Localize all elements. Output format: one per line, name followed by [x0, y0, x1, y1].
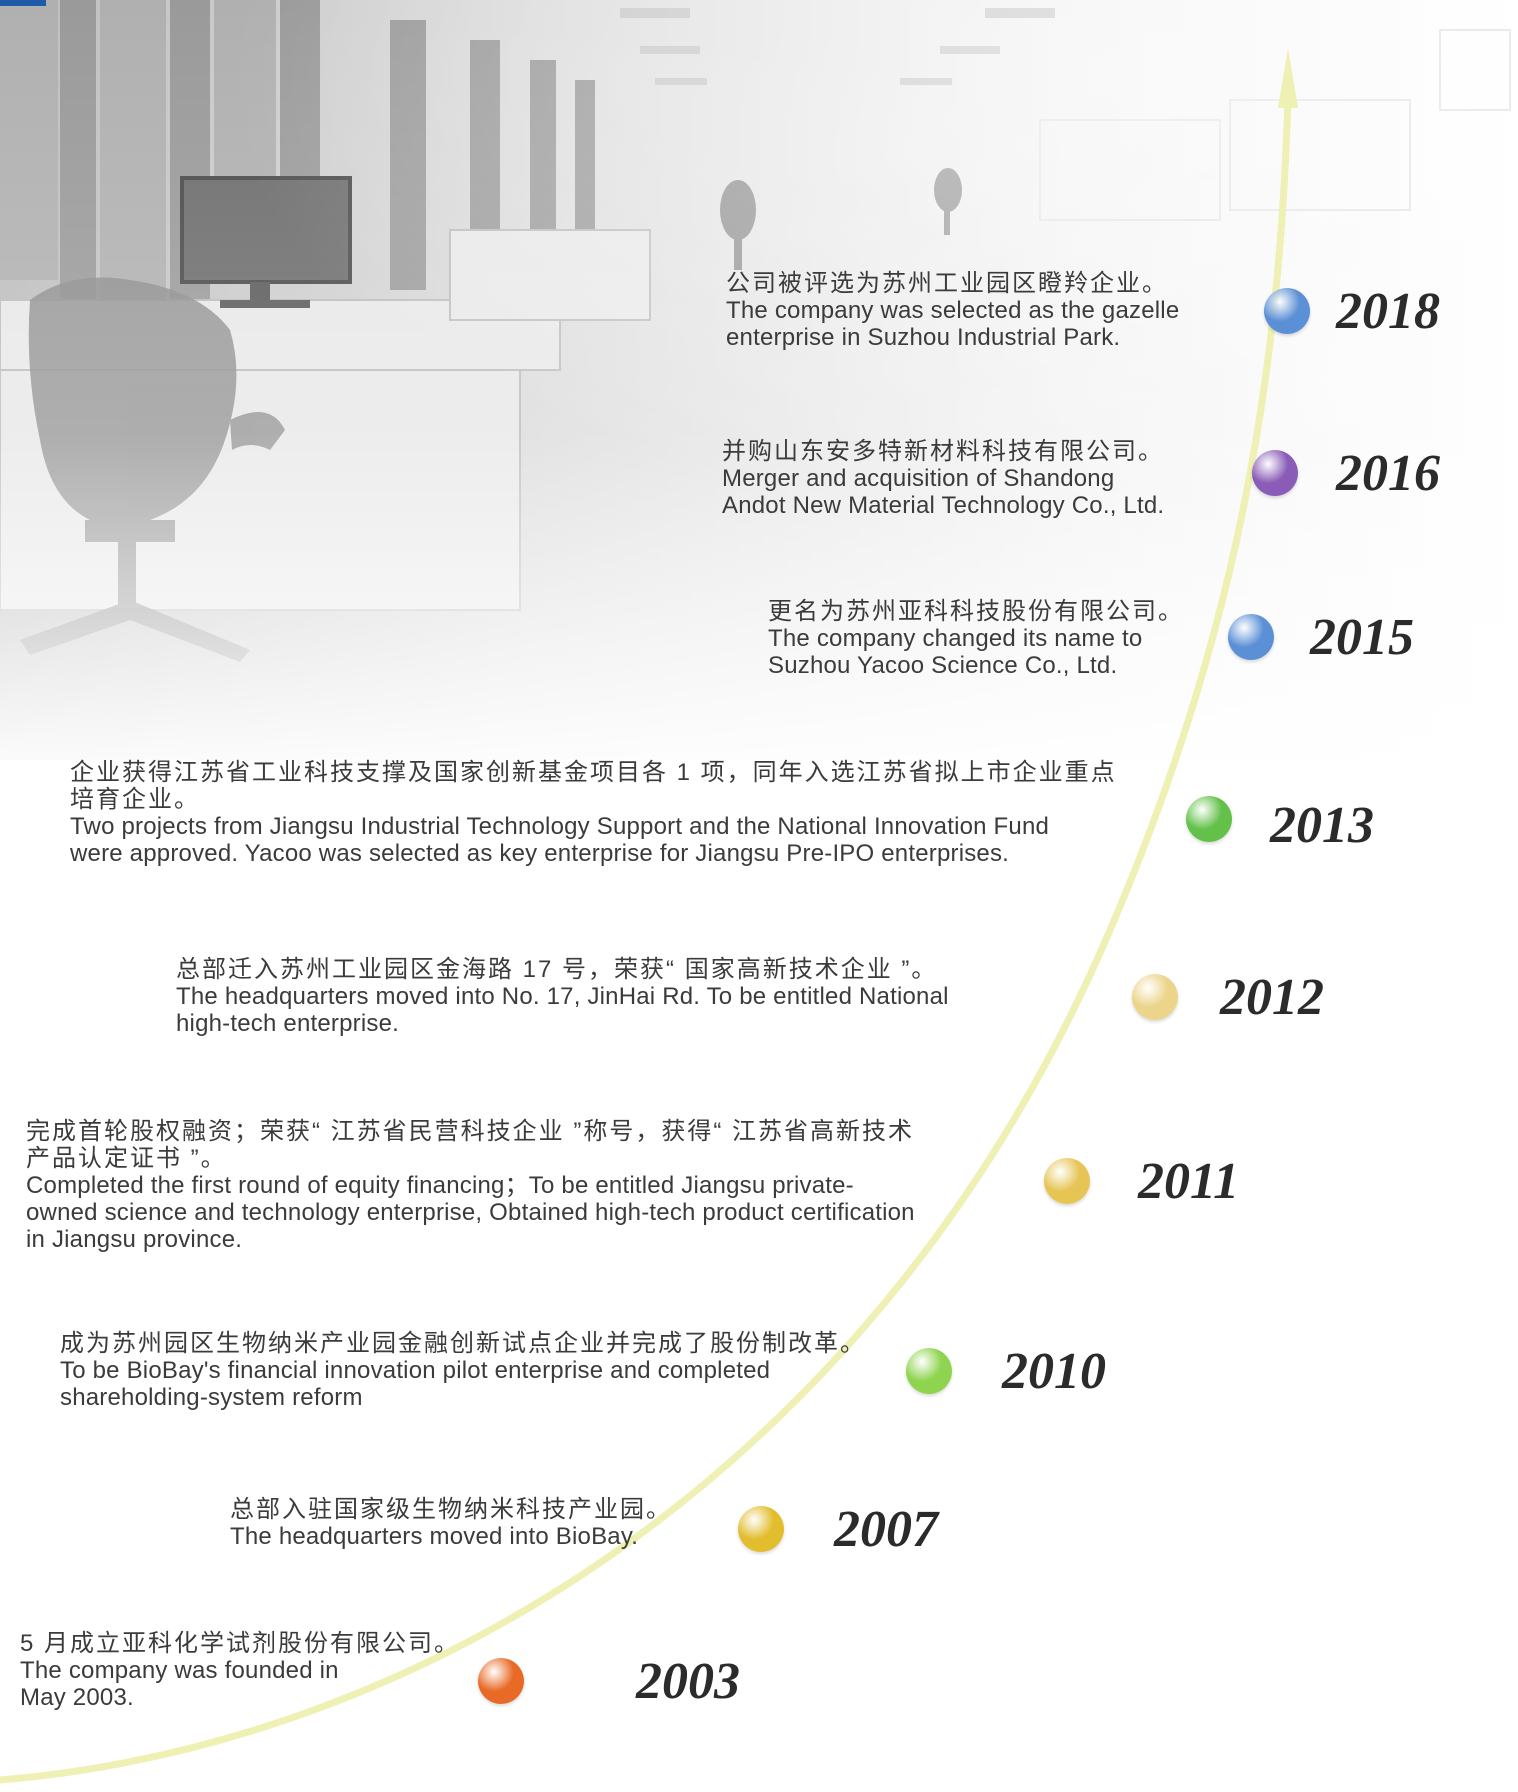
milestone-en-line: May 2003.	[20, 1684, 134, 1711]
milestone-en-line: The company changed its name to	[768, 625, 1143, 652]
milestone-cn-text: 公司被评选为苏州工业园区瞪羚企业。	[726, 270, 1168, 297]
milestone-2016-text: 并购山东安多特新材料科技有限公司。 Merger and acquisition…	[722, 438, 1164, 519]
timeline-arrow-icon	[1278, 48, 1298, 108]
milestone-cn-text: 培育企业。	[70, 786, 200, 813]
milestone-2010-text: 成为苏州园区生物纳米产业园金融创新试点企业并完成了股份制改革。 To be Bi…	[60, 1330, 866, 1411]
milestone-2013-year: 2013	[1270, 797, 1374, 854]
milestone-2003-year: 2003	[636, 1653, 740, 1710]
milestone-2007-year: 2007	[834, 1501, 938, 1558]
milestone-2010-dot	[906, 1348, 952, 1394]
milestone-cn-text: 总部迁入苏州工业园区金海路 17 号，荣获“ 国家高新技术企业 ”。	[176, 956, 938, 983]
milestone-en-line: high-tech enterprise.	[176, 1010, 399, 1037]
milestone-en-line: enterprise in Suzhou Industrial Park.	[726, 324, 1121, 351]
milestone-en-line: Suzhou Yacoo Science Co., Ltd.	[768, 652, 1118, 679]
milestone-en-line: were approved. Yacoo was selected as key…	[70, 840, 1010, 867]
milestone-2013-dot	[1186, 796, 1232, 842]
milestone-2018-year: 2018	[1336, 283, 1440, 340]
milestone-2012-text: 总部迁入苏州工业园区金海路 17 号，荣获“ 国家高新技术企业 ”。 The h…	[176, 956, 949, 1037]
milestone-en-line: owned science and technology enterprise,…	[26, 1199, 915, 1226]
milestone-2012-dot	[1132, 974, 1178, 1020]
milestone-en-line: The company was founded in	[20, 1657, 339, 1684]
milestone-en-line: in Jiangsu province.	[26, 1226, 243, 1253]
milestone-2011-text: 完成首轮股权融资；荣获“ 江苏省民营科技企业 ”称号，获得“ 江苏省高新技术 产…	[26, 1118, 915, 1253]
milestone-2007-dot	[738, 1506, 784, 1552]
milestone-2018-dot	[1264, 288, 1310, 334]
milestone-en-line: The company was selected as the gazelle	[726, 297, 1180, 324]
milestone-2016-dot	[1252, 450, 1298, 496]
timeline-curve-path	[0, 91, 1292, 1784]
milestone-en-line: shareholding-system reform	[60, 1384, 363, 1411]
milestone-cn-text: 5 月成立亚科化学试剂股份有限公司。	[20, 1630, 461, 1657]
milestone-2013-text: 企业获得江苏省工业科技支撑及国家创新基金项目各 1 项，同年入选江苏省拟上市企业…	[70, 759, 1117, 867]
milestone-cn-text: 企业获得江苏省工业科技支撑及国家创新基金项目各 1 项，同年入选江苏省拟上市企业…	[70, 759, 1117, 786]
milestone-2015-text: 更名为苏州亚科科技股份有限公司。 The company changed its…	[768, 598, 1184, 679]
milestone-en-line: The headquarters moved into BioBay.	[230, 1523, 639, 1550]
milestone-cn-text: 产品认定证书 ”。	[26, 1145, 227, 1172]
milestone-cn-text: 更名为苏州亚科科技股份有限公司。	[768, 598, 1184, 625]
milestone-2011-dot	[1044, 1158, 1090, 1204]
milestone-2016-year: 2016	[1336, 445, 1440, 502]
milestone-2011-year: 2011	[1138, 1153, 1240, 1210]
milestone-cn-text: 成为苏州园区生物纳米产业园金融创新试点企业并完成了股份制改革。	[60, 1330, 866, 1357]
milestone-en-line: Completed the first round of equity fina…	[26, 1172, 854, 1199]
milestone-cn-text: 并购山东安多特新材料科技有限公司。	[722, 438, 1164, 465]
milestone-2018-text: 公司被评选为苏州工业园区瞪羚企业。 The company was select…	[726, 270, 1179, 351]
milestone-2012-year: 2012	[1220, 969, 1324, 1026]
milestone-cn-text: 总部入驻国家级生物纳米科技产业园。	[230, 1496, 672, 1523]
milestone-en-line: To be BioBay's financial innovation pilo…	[60, 1357, 771, 1384]
milestone-2007-text: 总部入驻国家级生物纳米科技产业园。 The headquarters moved…	[230, 1496, 672, 1550]
milestone-2015-dot	[1228, 614, 1274, 660]
milestone-2003-text: 5 月成立亚科化学试剂股份有限公司。 The company was found…	[20, 1630, 460, 1711]
milestone-cn-text: 完成首轮股权融资；荣获“ 江苏省民营科技企业 ”称号，获得“ 江苏省高新技术	[26, 1118, 914, 1145]
milestone-en-line: The headquarters moved into No. 17, JinH…	[176, 983, 949, 1010]
milestone-2010-year: 2010	[1002, 1343, 1106, 1400]
milestone-2003-dot	[478, 1658, 524, 1704]
milestone-2015-year: 2015	[1310, 609, 1414, 666]
milestone-en-line: Andot New Material Technology Co., Ltd.	[722, 492, 1165, 519]
accent-tab	[0, 0, 46, 6]
milestone-en-line: Merger and acquisition of Shandong	[722, 465, 1115, 492]
milestone-en-line: Two projects from Jiangsu Industrial Tec…	[70, 813, 1050, 840]
